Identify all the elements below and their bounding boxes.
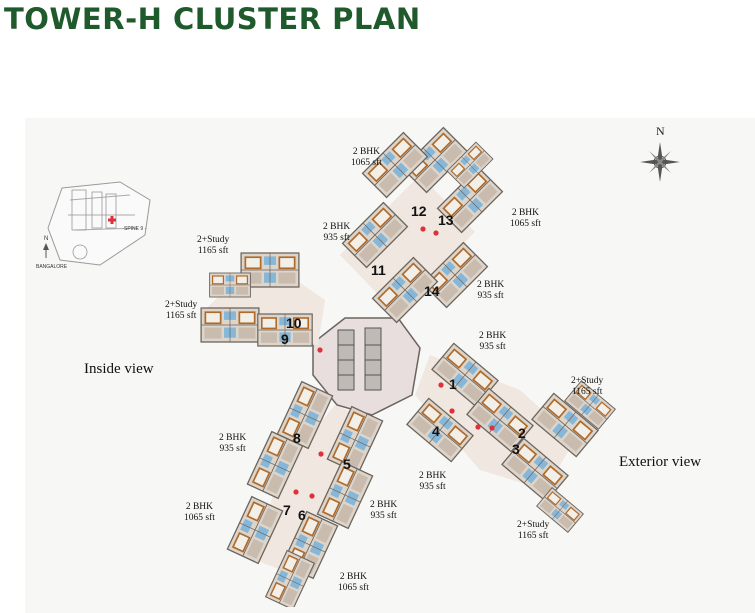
- flat-number: 14: [424, 283, 440, 299]
- key-plan-north-label: N: [44, 236, 49, 242]
- page-title: TOWER-H CLUSTER PLAN: [4, 2, 421, 36]
- corridor-markers: [293, 226, 495, 499]
- flat-number: 12: [411, 203, 427, 219]
- flat-number: 5: [343, 456, 351, 472]
- west-wing: [200, 252, 325, 347]
- key-plan: [43, 181, 151, 266]
- flat-number: 2: [518, 425, 526, 441]
- key-plan-label-a: SPINE 9 -: [124, 226, 147, 232]
- flat-number: 3: [512, 441, 520, 457]
- flat-number: 11: [371, 262, 386, 278]
- east-wing: [406, 342, 616, 533]
- flat-number: 6: [298, 507, 306, 523]
- key-plan-label-b: BANGALORE: [36, 264, 68, 270]
- compass-north-label: N: [656, 124, 665, 138]
- flat-number: 7: [283, 502, 291, 518]
- south-wing: [226, 380, 384, 607]
- flat-number: 10: [286, 315, 302, 331]
- inside-view-label: Inside view: [84, 361, 154, 377]
- north-wing: [340, 126, 504, 324]
- flat-number: 1: [449, 376, 457, 392]
- flat-number: 4: [432, 423, 440, 439]
- flat-number: 13: [438, 212, 454, 228]
- exterior-view-label: Exterior view: [619, 454, 702, 470]
- central-core: [312, 317, 421, 416]
- flat-number: 9: [281, 331, 289, 347]
- compass-icon: [640, 142, 680, 182]
- flat-number: 8: [293, 430, 301, 446]
